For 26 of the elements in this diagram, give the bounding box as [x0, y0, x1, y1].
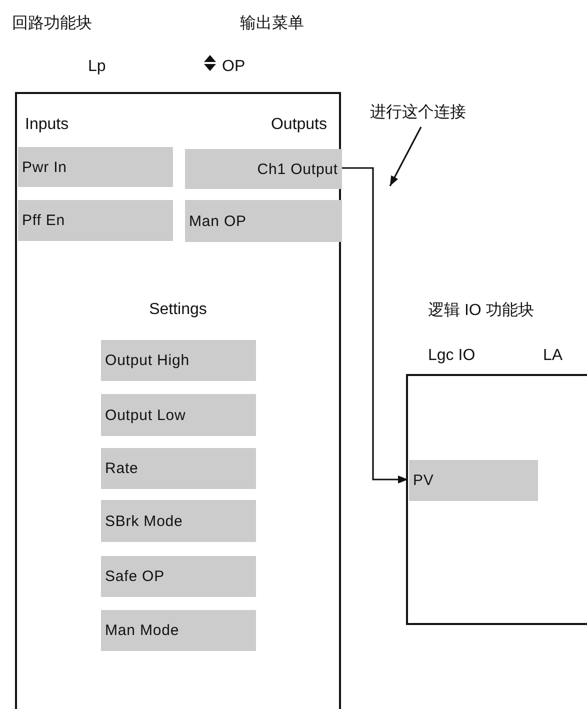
parameter-cell: Man OP	[185, 200, 342, 242]
parameter-cell: Ch1 Output	[185, 149, 342, 189]
parameter-cell: SBrk Mode	[101, 500, 256, 542]
function-block	[406, 374, 587, 625]
block-label: LA	[543, 346, 563, 366]
block-label: 回路功能块	[12, 14, 92, 34]
parameter-cell: Output Low	[101, 394, 256, 436]
parameter-cell: Pwr In	[18, 147, 173, 187]
connector-arrow	[341, 167, 408, 484]
block-label: 输出菜单	[240, 14, 304, 34]
block-label: 逻辑 IO 功能块	[428, 301, 534, 321]
block-label: Lgc IO	[428, 346, 476, 366]
block-label: OP	[222, 57, 246, 77]
parameter-cell: PV	[409, 460, 538, 501]
parameter-cell: Safe OP	[101, 556, 256, 597]
parameter-cell: Pff En	[18, 200, 173, 241]
function-block	[15, 92, 341, 709]
section-heading: Outputs	[270, 115, 327, 135]
section-heading: Settings	[148, 300, 208, 320]
pointer-arrow	[389, 126, 422, 186]
parameter-cell: Output High	[101, 340, 256, 381]
block-label: Lp	[88, 57, 106, 77]
section-heading: Inputs	[25, 115, 69, 135]
parameter-cell: Man Mode	[101, 610, 256, 651]
parameter-cell: Rate	[101, 448, 256, 489]
callout-text: 进行这个连接	[370, 103, 510, 125]
